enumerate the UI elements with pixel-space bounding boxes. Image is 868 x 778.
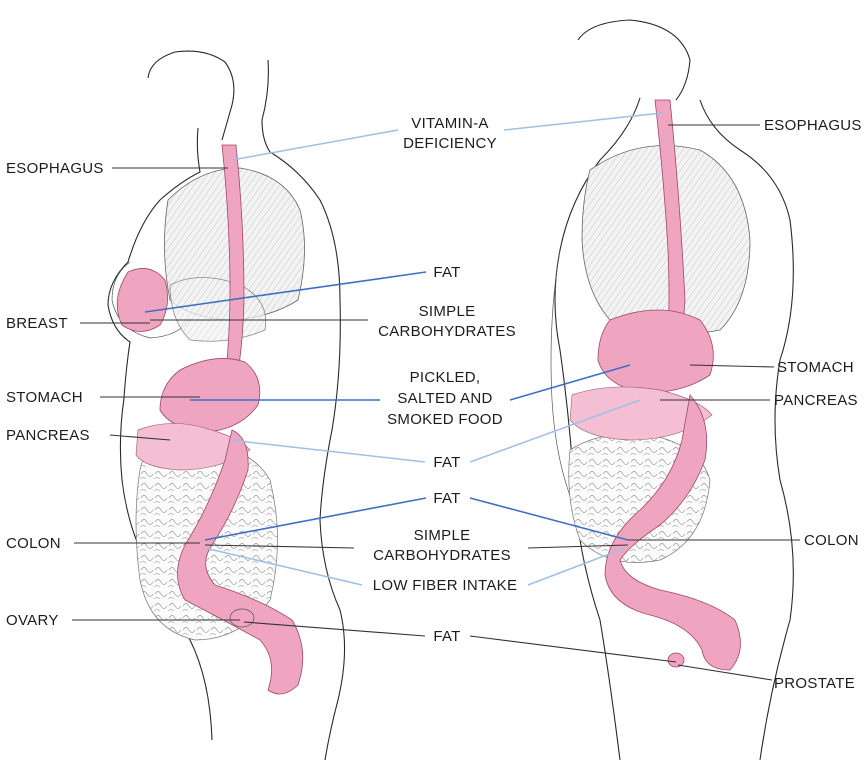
- link-vitamin-a-left: [232, 130, 398, 160]
- risk-pickled-line1: PICKLED,: [410, 369, 481, 386]
- label-breast: BREAST: [6, 315, 68, 332]
- risk-simple-carbs-colon-line1: SIMPLE: [414, 527, 471, 544]
- label-left-esophagus: ESOPHAGUS: [6, 160, 104, 177]
- female-stomach: [160, 358, 260, 432]
- label-left-pancreas: PANCREAS: [6, 427, 90, 444]
- female-breast: [117, 268, 167, 331]
- male-stomach: [598, 310, 713, 392]
- female-torso-figure: [108, 51, 345, 760]
- label-left-stomach: STOMACH: [6, 389, 83, 406]
- risk-simple-carbs-colon-line2: CARBOHYDRATES: [373, 547, 511, 564]
- risk-fat-breast: FAT: [433, 264, 460, 281]
- label-right-pancreas: PANCREAS: [774, 392, 858, 409]
- risk-low-fiber: LOW FIBER INTAKE: [373, 577, 518, 594]
- risk-vitamin-a-line2: DEFICIENCY: [403, 135, 497, 152]
- link-vitamin-a-right: [504, 113, 662, 130]
- risk-simple-carbs-breast-line2: CARBOHYDRATES: [378, 323, 516, 340]
- label-right-stomach: STOMACH: [777, 359, 854, 376]
- risk-pickled-line2: SALTED AND: [397, 390, 492, 407]
- risk-fat-colon: FAT: [433, 490, 460, 507]
- risk-pickled-line3: SMOKED FOOD: [387, 411, 503, 428]
- link-fat-prostate: [470, 636, 676, 662]
- link-fat-pancreas-left: [230, 440, 425, 462]
- label-prostate: PROSTATE: [774, 675, 855, 692]
- male-prostate: [668, 653, 684, 667]
- label-right-esophagus: ESOPHAGUS: [764, 117, 862, 134]
- risk-fat-pancreas: FAT: [433, 454, 460, 471]
- label-left-colon: COLON: [6, 535, 61, 552]
- risk-fat-ovary-prostate: FAT: [433, 628, 460, 645]
- male-torso-figure: [551, 20, 793, 760]
- risk-vitamin-a-line1: VITAMIN-A: [411, 115, 488, 132]
- risk-simple-carbs-breast-line1: SIMPLE: [419, 303, 476, 320]
- label-ovary: OVARY: [6, 612, 59, 629]
- label-right-colon: COLON: [804, 532, 859, 549]
- risk-factor-labels: VITAMIN-A DEFICIENCY FAT SIMPLE CARBOHYD…: [373, 115, 518, 645]
